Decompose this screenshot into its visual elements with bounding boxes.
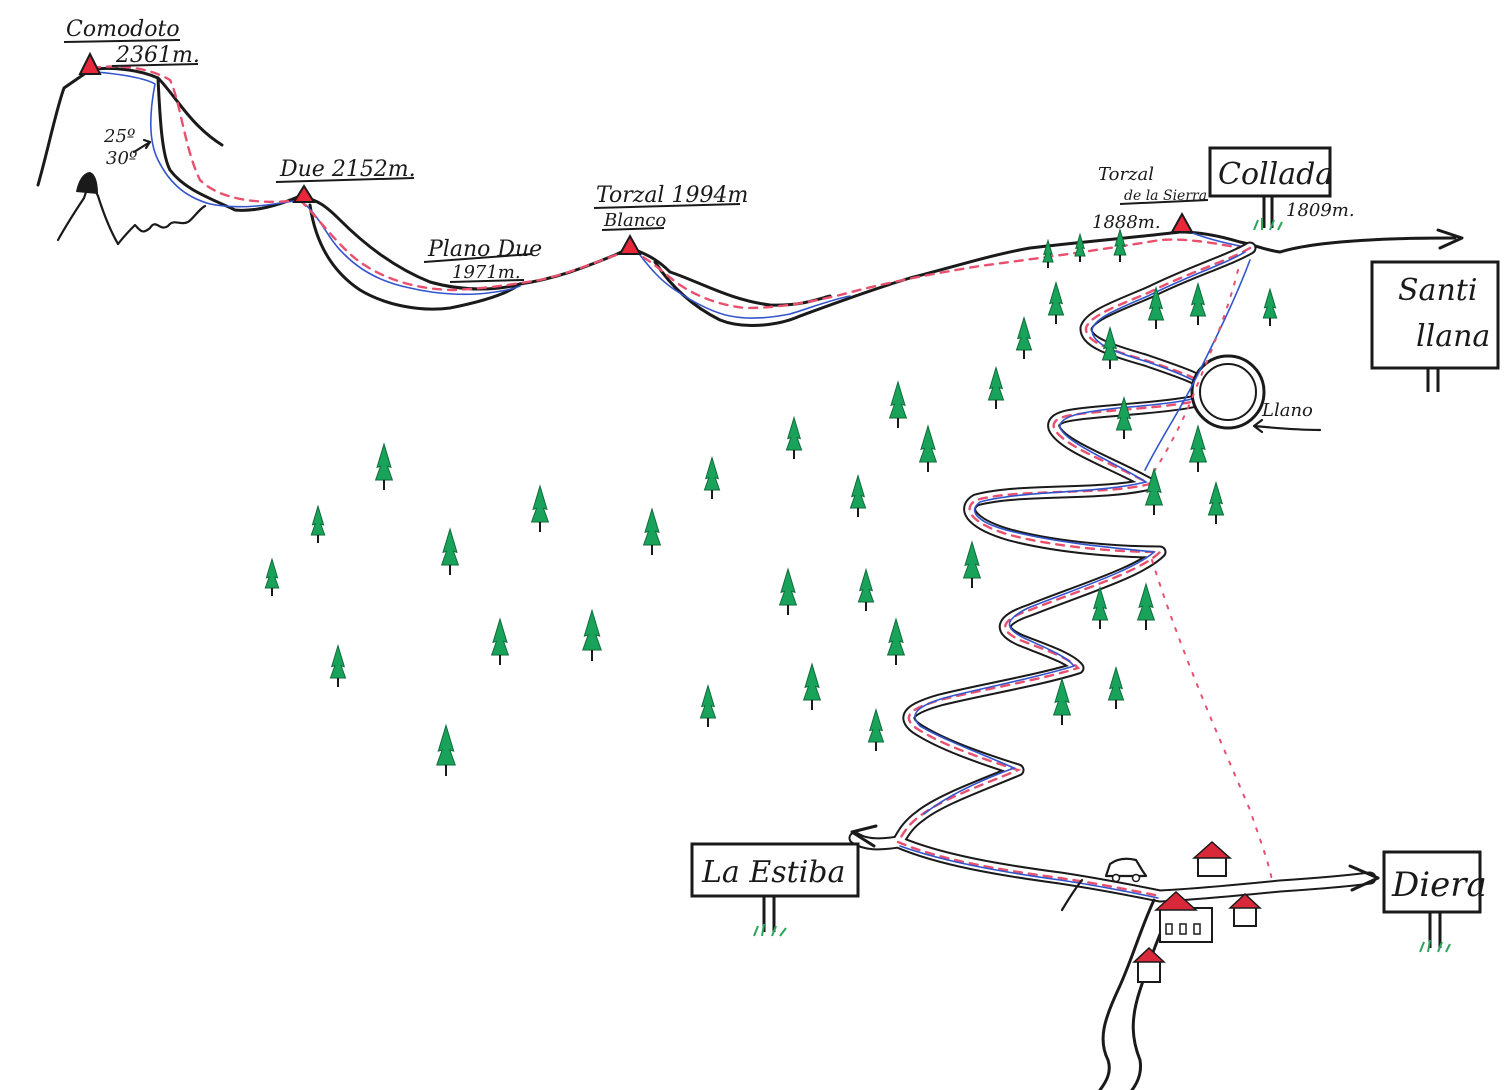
- tree-icon: [1262, 287, 1278, 326]
- tree-icon: [918, 424, 938, 472]
- house-icon: [1132, 946, 1166, 983]
- tree-icon: [582, 608, 602, 661]
- arrow-icon: [132, 138, 152, 154]
- tree-icon: [374, 442, 394, 490]
- arrow-icon: [1252, 418, 1322, 434]
- peak-triangle-icon: [618, 233, 642, 255]
- tree-icon: [1015, 315, 1033, 359]
- arrow-icon: [1348, 864, 1380, 892]
- sign-santillana: Santi llana: [1370, 260, 1500, 392]
- sign-label: Diera: [1391, 865, 1487, 905]
- slope-top-label: 25º: [103, 126, 136, 147]
- house-icon: [1192, 840, 1232, 877]
- peak-sub: Blanco: [603, 210, 666, 231]
- tree-icon: [778, 567, 798, 615]
- tree-icon: [1052, 677, 1072, 725]
- slope-annotation: 25º 30º: [103, 126, 152, 169]
- sign-label: La Estiba: [701, 855, 845, 890]
- tree-icon: [1107, 665, 1125, 709]
- tree-icon: [1113, 228, 1127, 262]
- sign-diera: Diera: [1382, 850, 1487, 953]
- tree-icon: [1207, 480, 1225, 524]
- tree-icon: [1188, 424, 1208, 472]
- tree-icon: [1047, 280, 1065, 324]
- village-road: [1060, 878, 1178, 1090]
- house-icon: [1154, 890, 1213, 943]
- llano-meadow: Llano: [1190, 354, 1322, 434]
- tree-icon: [264, 557, 280, 596]
- tree-icon: [699, 683, 717, 727]
- peak-torzal-sierra: Torzal de la Sierra 1888m.: [1092, 164, 1209, 233]
- tree-icon: [703, 455, 721, 499]
- tree-icon: [1101, 325, 1119, 369]
- tree-icon: [1042, 238, 1054, 268]
- grass-tuft-icon: [753, 923, 787, 937]
- peak-triangle-icon: [292, 184, 316, 203]
- peak-triangle-icon: [76, 172, 98, 194]
- arrow-icon: [1436, 228, 1464, 250]
- tree-icon: [886, 617, 906, 665]
- tree-icon: [1189, 281, 1207, 325]
- peak-secondary: [76, 172, 98, 194]
- arrow-icon: [850, 824, 878, 848]
- sign-collada: Collada 1809m.: [1208, 146, 1355, 231]
- sign-elevation: 1809m.: [1286, 200, 1355, 221]
- peak-elevation: 1888m.: [1092, 212, 1161, 233]
- tree-icon: [867, 707, 885, 751]
- tree-icon: [530, 484, 550, 532]
- tree-icon: [1147, 285, 1165, 329]
- peak-due: Due 2152m.: [275, 157, 416, 203]
- peak-triangle-icon: [1170, 211, 1194, 233]
- blue-route: [95, 71, 1251, 319]
- peak-comodoto: Comodoto 2361m.: [63, 17, 200, 75]
- zigzag-trail: [848, 241, 1377, 903]
- tree-icon: [857, 567, 875, 611]
- car-icon: [1104, 857, 1148, 883]
- tree-icon: [436, 723, 456, 776]
- grass-tuft-icon: [1419, 939, 1451, 953]
- tree-icon: [849, 473, 867, 517]
- sign-line1: Santi: [1398, 273, 1477, 308]
- house-icon: [1228, 892, 1262, 927]
- llano-label: Llano: [1261, 400, 1313, 421]
- red-route: [90, 65, 1252, 310]
- sign-line2: llana: [1416, 319, 1490, 354]
- tree-icon: [642, 507, 662, 555]
- sign-la-estiba: La Estiba: [690, 842, 860, 937]
- sign-label: Collada: [1218, 157, 1333, 192]
- tree-icon: [987, 365, 1005, 409]
- tree-icon: [310, 504, 326, 543]
- peak-plano-due: Plano Due 1971m.: [423, 237, 542, 283]
- peak-triangle-icon: [78, 51, 102, 75]
- village-houses: [1132, 840, 1262, 983]
- tree-icon: [785, 415, 803, 459]
- slope-bottom-label: 30º: [106, 148, 138, 169]
- tree-icon: [490, 617, 510, 665]
- peak-name: Comodoto: [66, 17, 180, 42]
- grass-tuft-icon: [1253, 218, 1283, 231]
- tree-icon: [888, 380, 908, 428]
- tree-icon: [440, 527, 460, 575]
- tree-icon: [1074, 232, 1086, 262]
- forest: [264, 228, 1278, 776]
- tree-icon: [1144, 467, 1164, 515]
- tree-icon: [802, 662, 822, 710]
- peak-torzal-blanco: Torzal 1994m Blanco: [593, 183, 748, 255]
- ridge-profile: [36, 66, 1457, 328]
- tree-icon: [329, 643, 347, 687]
- peak-name: Torzal: [1098, 164, 1154, 185]
- tree-icon: [962, 540, 982, 588]
- tree-icon: [1091, 585, 1109, 629]
- tree-icon: [1115, 395, 1133, 439]
- tree-icon: [1136, 582, 1156, 630]
- peak-elevation: 1971m.: [452, 262, 521, 283]
